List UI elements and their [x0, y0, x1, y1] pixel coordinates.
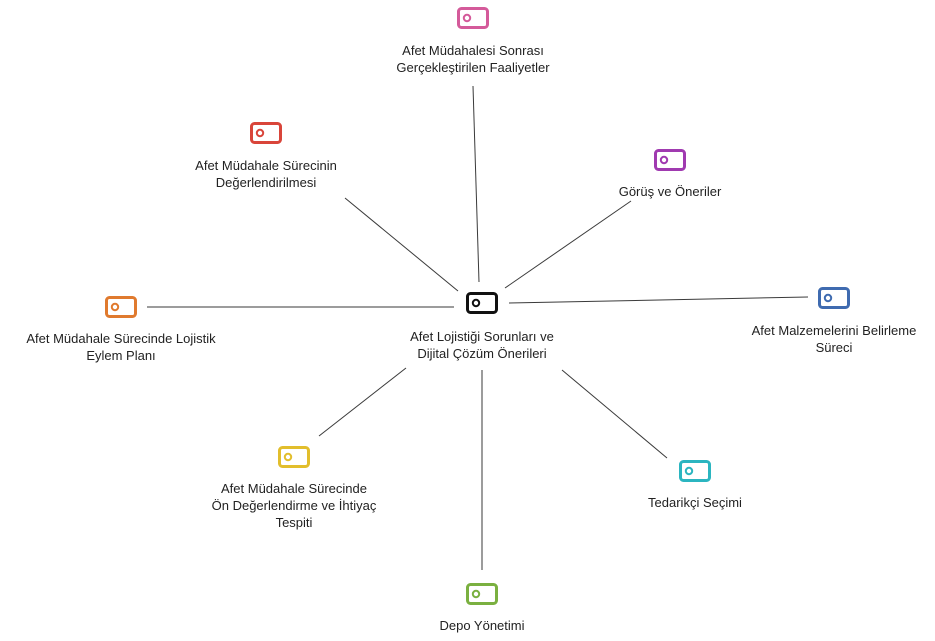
needs-assessment-tag-icon — [278, 446, 310, 468]
center-tag-icon — [466, 292, 498, 314]
node-post-response-label: Afet Müdahalesi Sonrası Gerçekleştirilen… — [396, 43, 550, 75]
node-evaluation-label: Afet Müdahale Sürecinin Değerlendirilmes… — [195, 158, 337, 190]
line-needs-assessment — [318, 367, 407, 437]
line-evaluation — [344, 197, 459, 292]
opinions-tag-icon — [654, 149, 686, 171]
node-supplier-label: Tedarikçi Seçimi — [648, 495, 742, 510]
line-opinions — [504, 200, 632, 289]
logistics-plan-tag-icon — [105, 296, 137, 318]
evaluation-tag-icon — [250, 122, 282, 144]
node-logistics-plan-label: Afet Müdahale Sürecinde Lojistik Eylem P… — [26, 331, 216, 363]
node-materials-label: Afet Malzemelerini Belirleme Süreci — [751, 323, 917, 355]
post-response-tag-icon — [457, 7, 489, 29]
node-warehouse-label: Depo Yönetimi — [439, 618, 525, 633]
line-materials — [508, 296, 809, 304]
center-node-label: Afet Lojistiği Sorunları ve Dijital Çözü… — [410, 329, 554, 361]
line-post-response — [472, 85, 480, 283]
node-needs-assessment-label: Afet Müdahale Sürecinde Ön Değerlendirme… — [211, 481, 377, 530]
materials-tag-icon — [818, 287, 850, 309]
line-supplier — [561, 369, 668, 459]
supplier-tag-icon — [679, 460, 711, 482]
node-opinions-label: Görüş ve Öneriler — [618, 184, 722, 199]
warehouse-tag-icon — [466, 583, 498, 605]
